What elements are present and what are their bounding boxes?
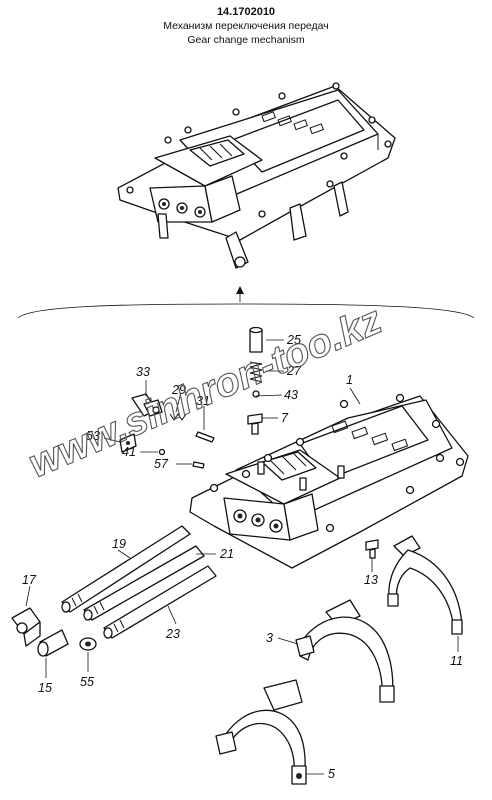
part-27-spring	[249, 361, 263, 383]
part-17-collar	[11, 607, 41, 647]
label-1: 1	[346, 373, 353, 387]
label-11: 11	[450, 654, 463, 668]
part-31-pin	[195, 431, 215, 443]
part-19-rod	[61, 525, 191, 613]
label-23: 23	[165, 627, 180, 641]
label-5: 5	[328, 767, 335, 781]
part-5-fork	[215, 679, 307, 785]
part-11-fork	[387, 535, 463, 635]
label-43: 43	[284, 388, 298, 402]
explosion-arrow	[17, 286, 475, 319]
label-25: 25	[286, 333, 301, 347]
label-15: 15	[38, 681, 52, 695]
part-53-bracket	[119, 433, 137, 453]
leader-lines	[25, 339, 459, 775]
assembly-view	[117, 82, 396, 269]
part-15-sleeve	[37, 629, 69, 657]
title-russian: Механизм переключения передач	[163, 20, 329, 32]
part-43-ball	[252, 390, 260, 398]
title-english: Gear change mechanism	[187, 34, 305, 46]
label-57: 57	[154, 457, 169, 471]
label-53: 53	[86, 429, 100, 443]
label-7: 7	[281, 411, 289, 425]
part-13-screw	[365, 539, 379, 559]
label-13: 13	[364, 573, 378, 587]
part-55-nut	[79, 637, 97, 651]
part-29-spring	[169, 413, 187, 421]
label-21: 21	[219, 547, 234, 561]
label-17: 17	[22, 573, 37, 587]
part-7-bolt	[247, 413, 263, 435]
label-31: 31	[196, 394, 210, 408]
label-29: 29	[171, 383, 186, 397]
part-33-switch	[131, 393, 163, 417]
part-25-plug	[249, 326, 263, 353]
part-1-cover	[189, 393, 469, 569]
label-41: 41	[122, 445, 136, 459]
drawing-code: 14.1702010	[216, 6, 276, 18]
part-3-fork	[295, 599, 395, 703]
label-3: 3	[266, 631, 273, 645]
callout-labels: 25 27 1 33 29 43 31 7 53 41 57 19 21 13 …	[22, 333, 463, 781]
label-55: 55	[80, 675, 94, 689]
label-19: 19	[112, 537, 126, 551]
part-23-rod	[103, 565, 217, 639]
part-41-ball	[158, 448, 166, 456]
label-27: 27	[286, 364, 302, 378]
part-57-pin	[192, 461, 205, 469]
label-33: 33	[136, 365, 150, 379]
part-21-rod	[83, 545, 205, 621]
